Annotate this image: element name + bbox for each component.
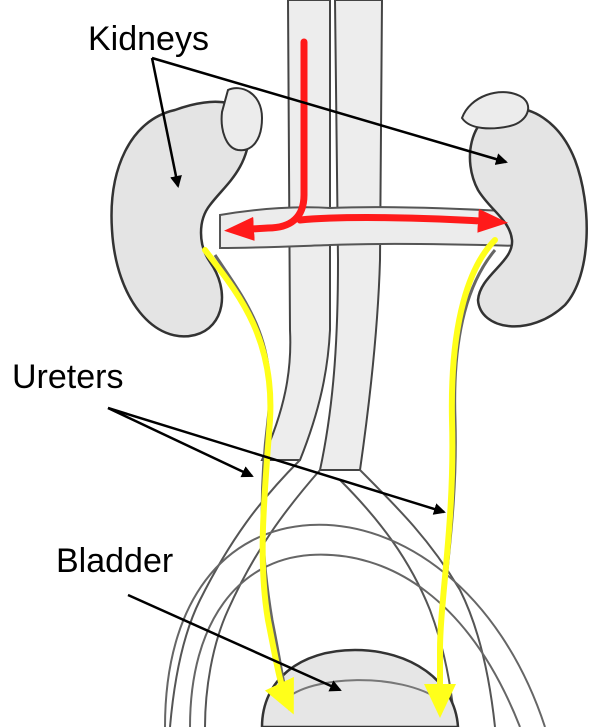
pointer-bladder [128,595,340,690]
bladder-organ [262,650,458,727]
ureters-label: Ureters [12,360,123,394]
bladder-label: Bladder [56,544,173,578]
kidneys-label: Kidneys [88,22,209,56]
pointer-ureters-left [108,408,252,476]
